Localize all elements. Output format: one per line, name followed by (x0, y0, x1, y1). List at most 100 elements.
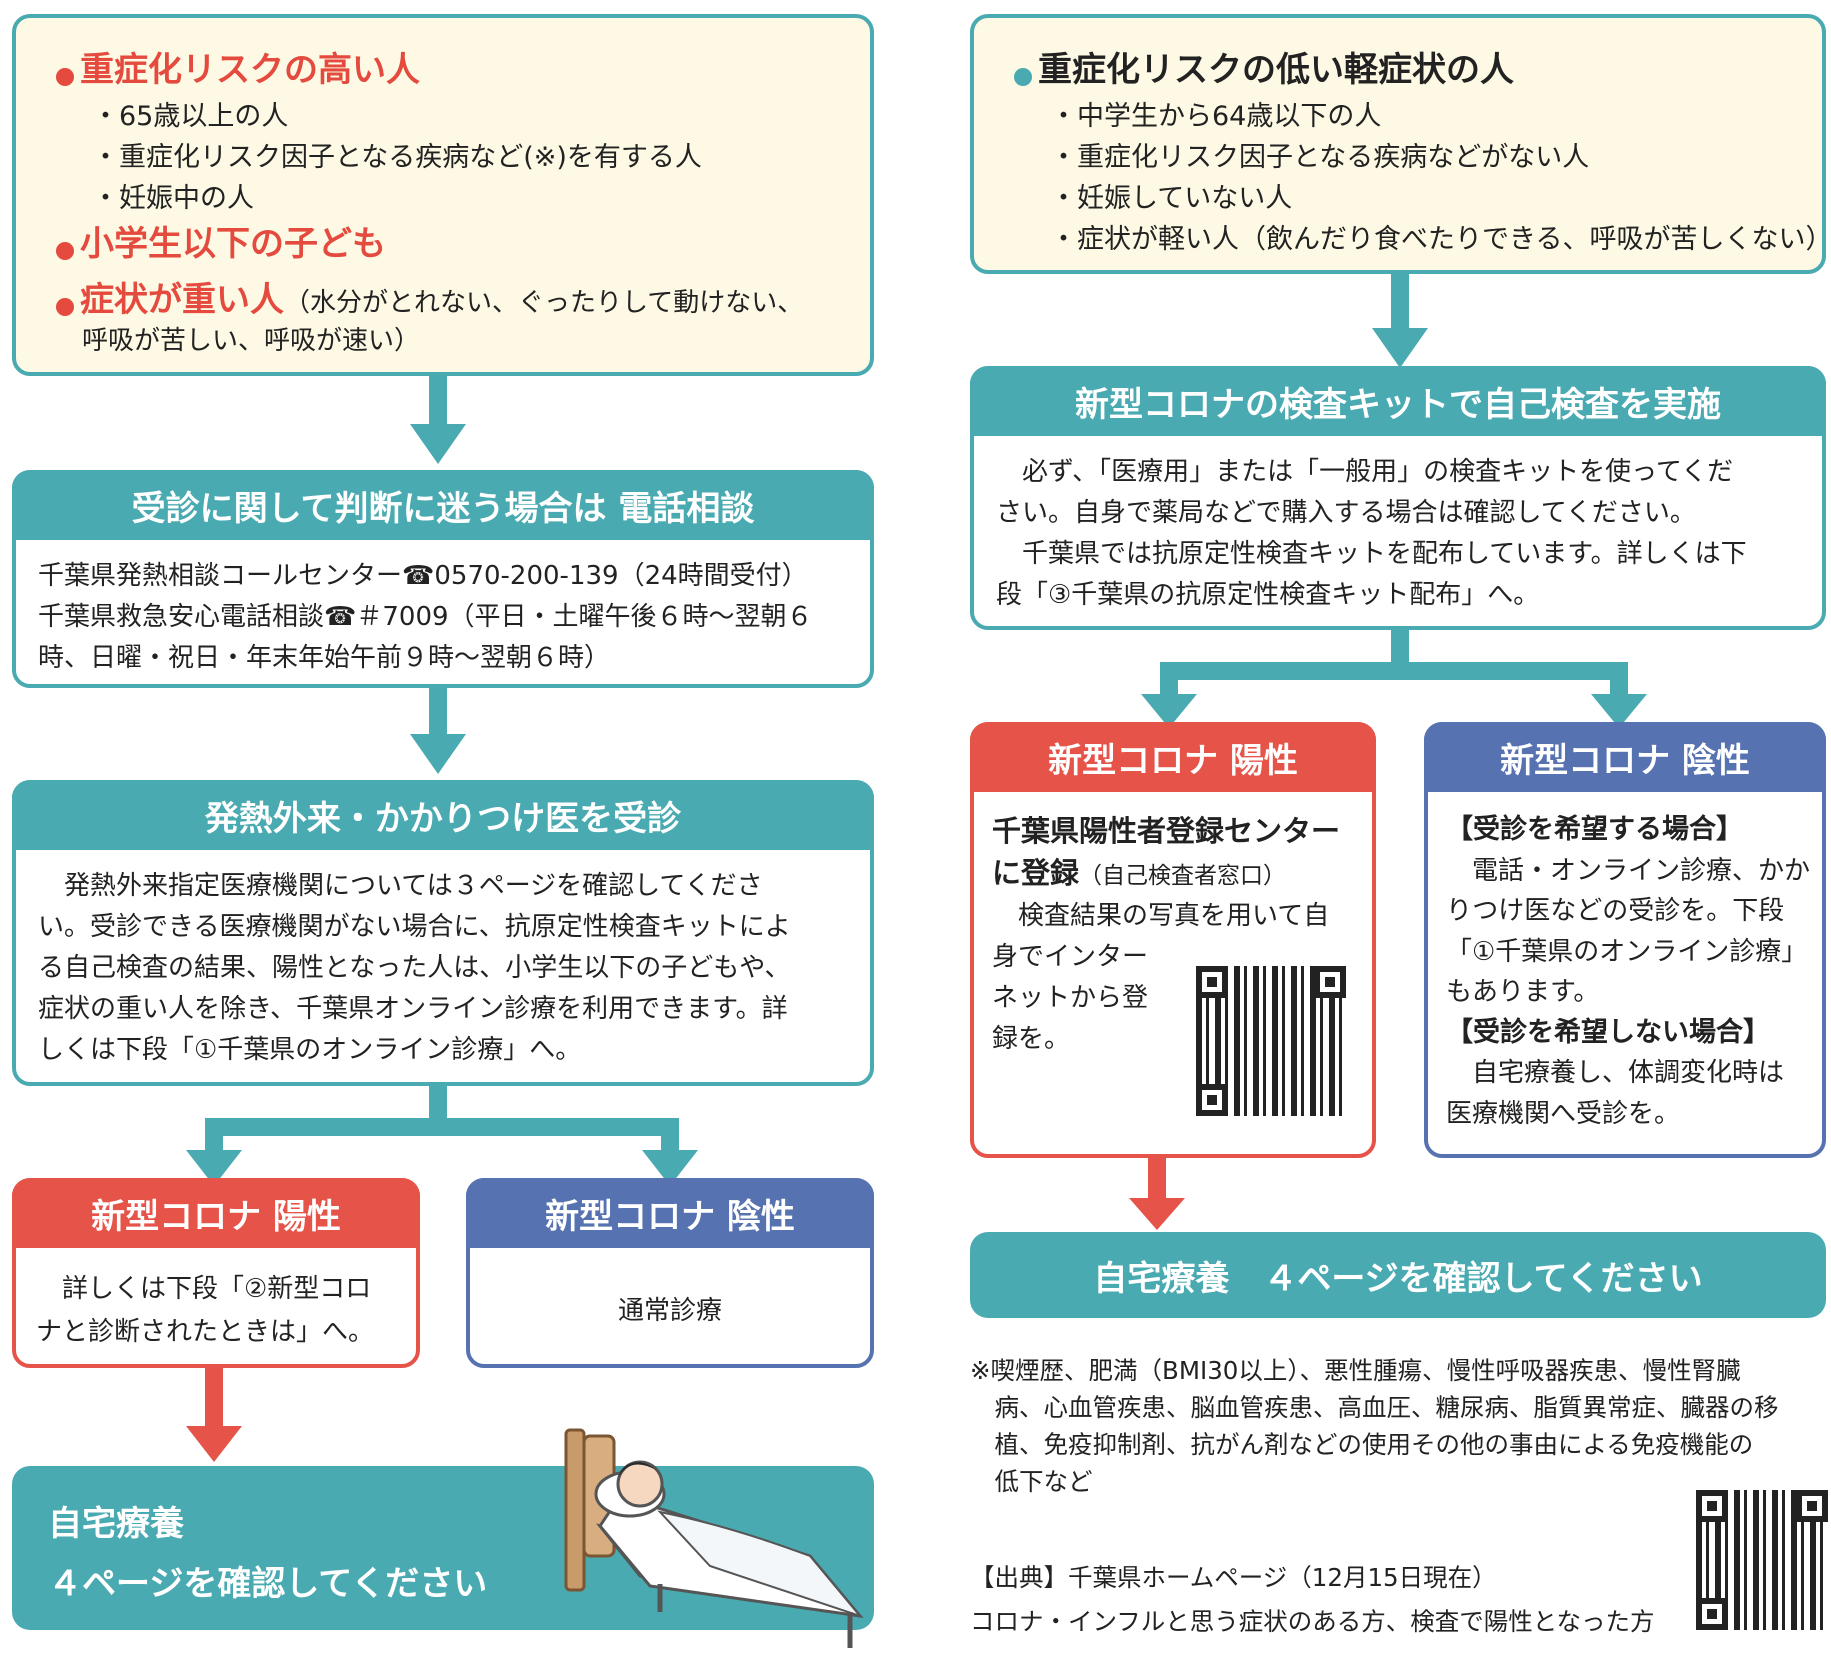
children-title: 小学生以下の子ども (56, 216, 386, 265)
connector-line (1610, 662, 1628, 696)
positive-header: 新型コロナ 陽性 (970, 722, 1376, 792)
paragraph-line: りつけ医などの受診を。下段 (1446, 896, 1785, 926)
bullet-icon (56, 241, 74, 260)
negative-header: 新型コロナ 陰性 (466, 1178, 874, 1248)
high-risk-list: ・65歳以上の人 ・重症化リスク因子となる疾病など(※)を有する人 ・妊娠中の人 (92, 96, 702, 219)
self-test-header: 新型コロナの検査キットで自己検査を実施 (970, 366, 1826, 436)
paragraph-line: 症状の重い人を除き、千葉県オンライン診療を利用できます。詳 (38, 994, 788, 1024)
connector-line (1160, 662, 1178, 696)
arrow-shaft (1148, 1158, 1166, 1200)
clinic-box: 発熱外来・かかりつけ医を受診 発熱外来指定医療機関については３ページを確認してく… (12, 780, 874, 1086)
connector-line (205, 1118, 223, 1152)
positive-box-right: 新型コロナ 陽性 千葉県陽性者登録センター に登録（自己検査者窓口） 検査結果の… (970, 722, 1376, 1158)
list-item: ・妊娠中の人 (92, 183, 254, 214)
footnote-line: 植、免疫抑制剤、抗がん剤などの使用その他の事由による免疫機能の (970, 1430, 1754, 1459)
emergency-hours-line: 時、日曜・祝日・年末年始午前９時～翌朝６時） (38, 643, 611, 673)
list-item: ・重症化リスク因子となる疾病などがない人 (1050, 142, 1590, 173)
no-visit-title: 【受診を希望しない場合】 (1446, 1016, 1770, 1048)
negative-header: 新型コロナ 陰性 (1424, 722, 1826, 792)
paragraph-line: ネットから登 (992, 983, 1149, 1013)
source-line: 【出典】千葉県ホームページ（12月15日現在） (970, 1563, 1497, 1592)
self-test-body: 必ず、「医療用」または「一般用」の検査キットを使ってくだ さい。自身で薬局などで… (996, 452, 1798, 616)
negative-body: 【受診を希望する場合】 電話・オンライン診療、かか りつけ医などの受診を。下段 … (1446, 810, 1810, 1134)
paragraph-line: い。受診できる医療機関がない場合に、抗原定性検査キットによ (38, 912, 791, 942)
paragraph-line: 段「③千葉県の抗原定性検査キット配布」へ。 (996, 580, 1540, 610)
list-item: ・症状が軽い人（飲んだり食べたりできる、呼吸が苦しくない） (1050, 224, 1831, 255)
paragraph-line: 詳しくは下段「②新型コロ (36, 1274, 372, 1304)
connector-line (429, 1086, 447, 1128)
arrow-shaft (429, 376, 447, 426)
self-test-box: 新型コロナの検査キットで自己検査を実施 必ず、「医療用」または「一般用」の検査キ… (970, 366, 1826, 630)
paragraph-line: 千葉県では抗原定性検査キットを配布しています。詳しくは下 (996, 539, 1747, 569)
negative-box-right: 新型コロナ 陰性 【受診を希望する場合】 電話・オンライン診療、かか りつけ医な… (1424, 722, 1826, 1158)
paragraph-line: 必ず、「医療用」または「一般用」の検査キットを使ってくだ (996, 457, 1734, 487)
home-care-subtitle: ４ページを確認してください (48, 1564, 488, 1604)
connector-line (205, 1118, 679, 1136)
paragraph-line: 検査結果の写真を用いて自 (992, 901, 1330, 931)
low-risk-title: 重症化リスクの低い軽症状の人 (1014, 42, 1514, 91)
bullet-icon (1014, 67, 1032, 86)
low-risk-box: 重症化リスクの低い軽症状の人 ・中学生から64歳以下の人 ・重症化リスク因子とな… (970, 14, 1831, 274)
paragraph-line: もあります。 (1446, 977, 1600, 1007)
arrow-down-icon (410, 734, 466, 774)
footnote: ※喫煙歴、肥満（BMI30以上）、悪性腫瘍、慢性呼吸器疾患、慢性腎臓 病、心血管… (970, 1352, 1830, 1500)
positive-header: 新型コロナ 陽性 (12, 1178, 420, 1248)
qr-code-icon[interactable] (1196, 966, 1346, 1116)
paragraph-line: 「①千葉県のオンライン診療」 (1446, 936, 1808, 967)
low-risk-list: ・中学生から64歳以下の人 ・重症化リスク因子となる疾病などがない人 ・妊娠して… (1050, 96, 1831, 260)
home-care-title: 自宅療養 (48, 1504, 184, 1544)
severe-title: 症状が重い人（水分がとれない、ぐったりして動けない、 (56, 272, 803, 321)
paragraph-line: 身でインター (992, 942, 1149, 972)
call-center-line: 千葉県発熱相談コールセンター☎0570-200-139（24時間受付） (38, 561, 808, 591)
bed-illustration (564, 1428, 864, 1648)
paragraph-line: 自宅療養し、体調変化時は (1446, 1058, 1785, 1088)
footnote-line: 病、心血管疾患、脳血管疾患、高血圧、糖尿病、脂質異常症、臓器の移 (970, 1393, 1779, 1422)
negative-box-left: 新型コロナ 陰性 通常診療 (466, 1178, 874, 1368)
registration-body: 検査結果の写真を用いて自 身でインター ネットから登 録を。 (992, 896, 1329, 1060)
source-line: コロナ・インフルと思う症状のある方、検査で陽性となった方 (970, 1607, 1655, 1636)
arrow-down-icon (1372, 328, 1428, 368)
paragraph-line: しくは下段「①千葉県のオンライン診療」へ。 (38, 1035, 582, 1065)
bullet-icon (56, 297, 74, 316)
arrow-down-icon (410, 424, 466, 464)
phone-consult-body: 千葉県発熱相談コールセンター☎0570-200-139（24時間受付） 千葉県救… (38, 556, 846, 679)
positive-body: 詳しくは下段「②新型コロ ナと診断されたときは」へ。 (36, 1268, 392, 1354)
connector-line (661, 1118, 679, 1152)
paragraph-line: 録を。 (992, 1024, 1071, 1054)
paragraph-line: ナと診断されたときは」へ。 (36, 1317, 375, 1347)
phone-consult-header: 受診に関して判断に迷う場合は 電話相談 (12, 470, 874, 540)
positive-box-left: 新型コロナ 陽性 詳しくは下段「②新型コロ ナと診断されたときは」へ。 (12, 1178, 420, 1368)
normal-care-text: 通常診療 (617, 1296, 722, 1326)
want-visit-title: 【受診を希望する場合】 (1446, 814, 1743, 845)
clinic-body: 発熱外来指定医療機関については３ページを確認してくださ い。受診できる医療機関が… (38, 866, 846, 1071)
registration-title: 千葉県陽性者登録センター に登録（自己検査者窓口） (992, 814, 1341, 890)
paragraph-line: 発熱外来指定医療機関については３ページを確認してくださ (38, 871, 763, 901)
paragraph-line: 電話・オンライン診療、かか (1446, 855, 1811, 886)
footnote-line: 低下など (970, 1467, 1093, 1496)
arrow-down-icon (1129, 1198, 1185, 1230)
home-care-text: 自宅療養 ４ページを確認してください (1093, 1258, 1703, 1299)
connector-line (1160, 662, 1628, 680)
list-item: ・重症化リスク因子となる疾病など(※)を有する人 (92, 142, 702, 173)
high-risk-title: 重症化リスクの高い人 (56, 42, 420, 91)
arrow-down-icon (186, 1426, 242, 1462)
severe-note: 呼吸が苦しい、呼吸が速い） (82, 326, 421, 356)
list-item: ・中学生から64歳以下の人 (1050, 101, 1382, 132)
connector-line (1391, 630, 1409, 668)
bullet-icon (56, 67, 74, 86)
qr-code-icon[interactable] (1696, 1490, 1828, 1630)
footnote-line: ※喫煙歴、肥満（BMI30以上）、悪性腫瘍、慢性呼吸器疾患、慢性腎臓 (970, 1356, 1741, 1385)
phone-consult-box: 受診に関して判断に迷う場合は 電話相談 千葉県発熱相談コールセンター☎0570-… (12, 470, 874, 688)
paragraph-line: さい。自身で薬局などで購入する場合は確認してください。 (996, 498, 1696, 528)
arrow-shaft (1391, 274, 1409, 330)
high-risk-box: 重症化リスクの高い人 ・65歳以上の人 ・重症化リスク因子となる疾病など(※)を… (12, 14, 874, 376)
arrow-shaft (429, 688, 447, 736)
source-block: 【出典】千葉県ホームページ（12月15日現在） コロナ・インフルと思う症状のある… (970, 1556, 1655, 1644)
paragraph-line: 医療機関へ受診を。 (1446, 1098, 1681, 1129)
clinic-header: 発熱外来・かかりつけ医を受診 (12, 780, 874, 850)
list-item: ・65歳以上の人 (92, 101, 289, 132)
arrow-shaft (205, 1368, 223, 1428)
home-care-banner-right: 自宅療養 ４ページを確認してください (970, 1232, 1826, 1318)
paragraph-line: る自己検査の結果、陽性となった人は、小学生以下の子どもや、 (38, 953, 791, 983)
list-item: ・妊娠していない人 (1050, 183, 1293, 214)
